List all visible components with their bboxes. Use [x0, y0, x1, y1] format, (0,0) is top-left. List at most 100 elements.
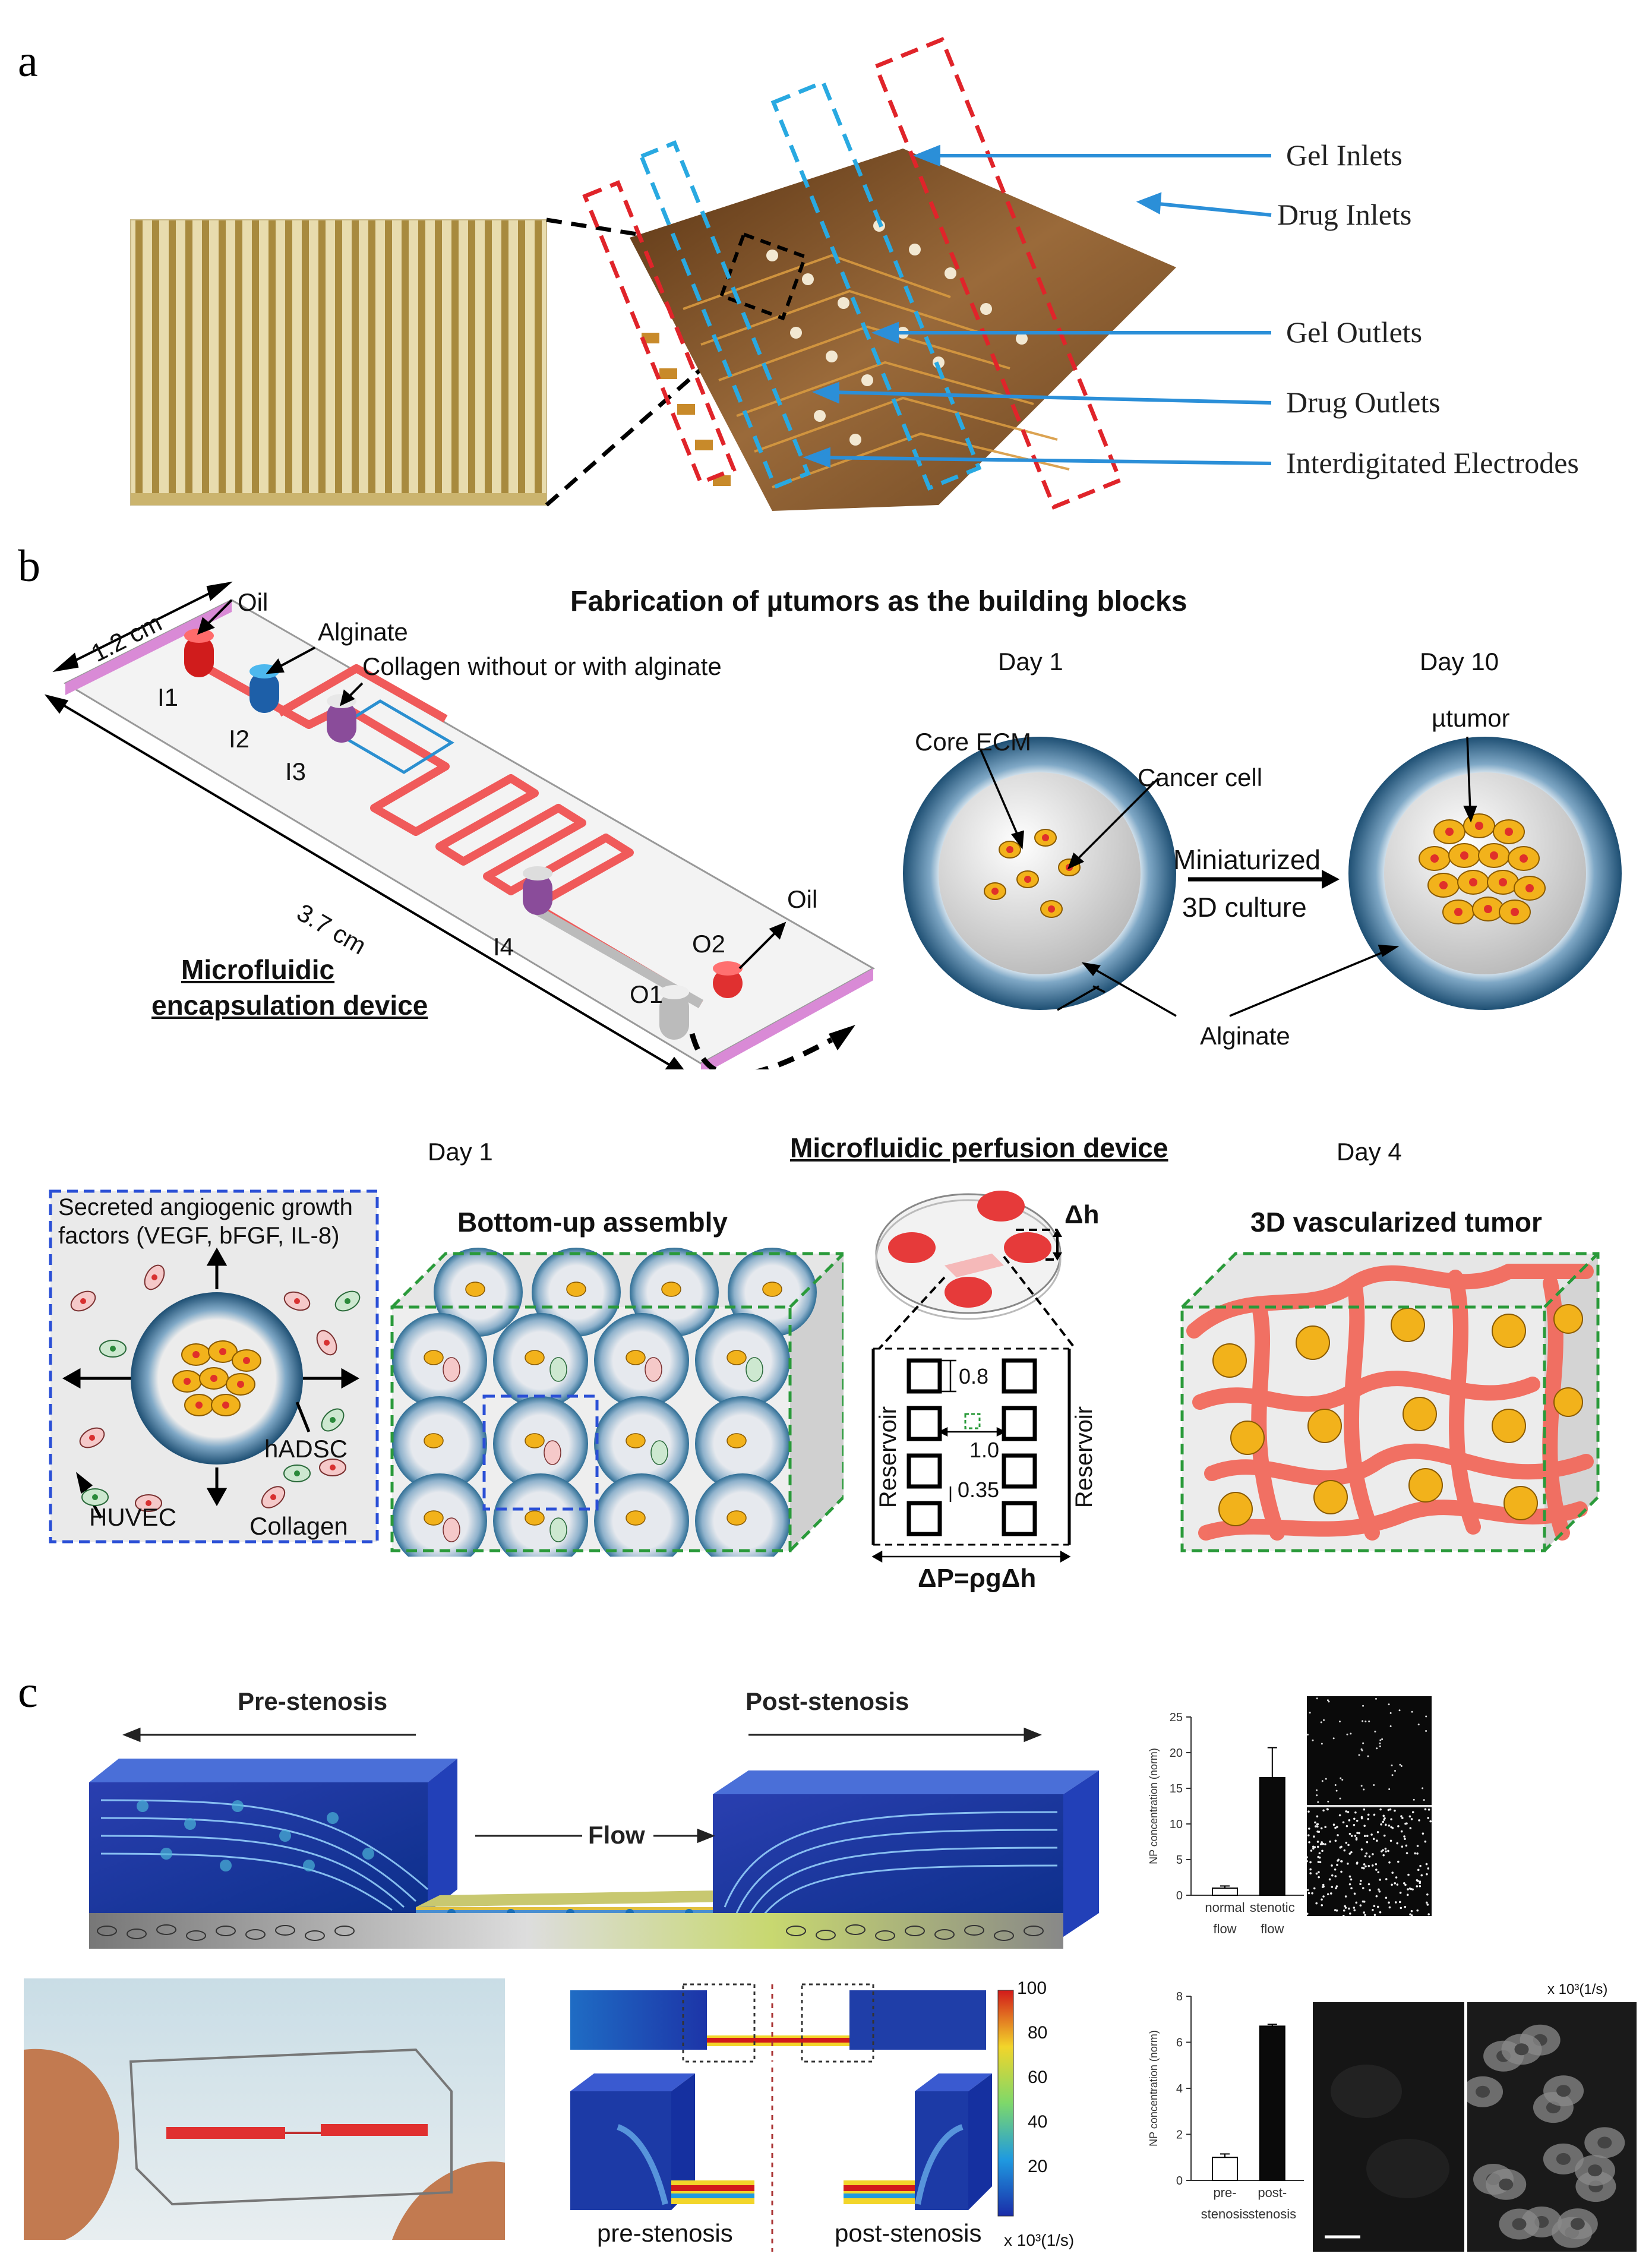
- red-dash-box-right: [873, 37, 1123, 510]
- bar-chart-stenosis: 0 2 4 6 8 NP concentration (norm) pre-stenosis…: [1148, 1990, 1304, 2221]
- category-label: stenotic: [1250, 1900, 1295, 1915]
- panel-letter-b: b: [18, 541, 40, 591]
- pressure-label: ΔP=ρgΔh: [918, 1564, 1037, 1593]
- bottom-up-assembly: [390, 1248, 844, 1557]
- growth-factor-box: [49, 1189, 379, 1544]
- y-tick-label: 2: [1176, 2129, 1183, 2142]
- y-tick-label: 0: [1176, 1889, 1183, 1902]
- label-gel-inlets: Gel Inlets: [1286, 138, 1403, 172]
- capsule-day1-day10: [903, 736, 1622, 1017]
- y-tick-label: 15: [1170, 1782, 1183, 1795]
- perfusion-title: Microfluidic perfusion device: [790, 1132, 1168, 1163]
- collagen-label: Collagen: [249, 1512, 348, 1540]
- y-tick-label: 8: [1176, 1990, 1183, 2003]
- dim-035-label: 0.35: [958, 1478, 1000, 1502]
- category-label: flow: [1261, 1921, 1284, 1936]
- panel-letter-a: a: [18, 36, 38, 86]
- label-gel-outlets: Gel Outlets: [1286, 315, 1423, 349]
- cyan-dash-box-right: [770, 80, 982, 491]
- vascularized-tumor: [1180, 1252, 1600, 1552]
- stenosis-model: [89, 1727, 1099, 1949]
- post-stenosis-label: post-stenosis: [835, 2219, 982, 2247]
- category-label: flow: [1213, 1921, 1236, 1936]
- reservoir-left-label: Reservoir: [875, 1406, 902, 1508]
- bar: [1212, 1888, 1238, 1896]
- red-dash-box-left: [582, 180, 737, 485]
- dim-08-label: 0.8: [959, 1364, 989, 1388]
- electrode-micrograph: [130, 219, 547, 506]
- category-label: post-: [1258, 2185, 1287, 2200]
- flow-label: Flow: [588, 1821, 645, 1849]
- category-label: stenosis: [1201, 2207, 1249, 2221]
- y-tick-label: 10: [1170, 1818, 1183, 1831]
- encapsulation-device: [44, 581, 876, 1069]
- panel-b-title: Fabrication of µtumors as the building b…: [570, 586, 1187, 617]
- y-tick-label: 20: [1170, 1747, 1183, 1760]
- fluid-alginate-label: Alginate: [318, 618, 408, 646]
- y-axis-label: NP concentration (norm): [1148, 1748, 1160, 1864]
- category-label: normal: [1205, 1900, 1244, 1915]
- fluid-collagen-label: Collagen without or with alginate: [362, 652, 722, 680]
- alginate-shell-label: Alginate: [1200, 1022, 1290, 1050]
- shear-rate-map: [570, 1983, 1014, 2252]
- vascularized-title: 3D vascularized tumor: [1250, 1207, 1542, 1238]
- label-interdigitated-electrodes: Interdigitated Electrodes: [1286, 446, 1579, 479]
- pre-stenosis-title: Pre-stenosis: [238, 1687, 388, 1715]
- day10-label: Day 10: [1420, 648, 1499, 676]
- dim-10-label: 1.0: [969, 1438, 1000, 1462]
- hadsc-label: hADSC: [264, 1435, 348, 1463]
- core-ecm-label: Core ECM: [915, 728, 1032, 756]
- fluorescence-image-pre: [1313, 2002, 1464, 2252]
- port-o1: O1: [630, 980, 664, 1008]
- day4-label: Day 4: [1337, 1138, 1402, 1166]
- port-o2: O2: [692, 930, 726, 958]
- perfusion-device: [871, 1191, 1076, 1563]
- y-tick-label: 5: [1176, 1854, 1183, 1867]
- label-drug-outlets: Drug Outlets: [1286, 386, 1441, 419]
- panel-a-figure: [130, 37, 1272, 511]
- day1-lower-label: Day 1: [428, 1138, 493, 1166]
- bar: [1259, 1777, 1285, 1896]
- growth-factors-line1: Secreted angiogenic growth: [58, 1194, 353, 1220]
- pre-stenosis-label: pre-stenosis: [597, 2219, 733, 2247]
- port-i1: I1: [157, 683, 179, 711]
- y-axis-label: NP concentration (norm): [1148, 2030, 1160, 2147]
- y-tick-label: 6: [1176, 2037, 1183, 2050]
- corner-unit: x 10³(1/s): [1547, 1981, 1608, 1997]
- fluid-oil-label: Oil: [238, 588, 269, 616]
- device-caption-line1: Microfluidic: [181, 954, 335, 985]
- culture-label-2: 3D culture: [1182, 892, 1307, 923]
- device-caption-line2: encapsulation device: [151, 990, 428, 1021]
- colorbar-tick-20: 20: [1028, 2157, 1048, 2176]
- culture-label-1: Miniaturized: [1173, 844, 1321, 875]
- panel-letter-c: c: [18, 1667, 38, 1717]
- colorbar-unit: x 10³(1/s): [1004, 2231, 1075, 2249]
- delta-h-label: Δh: [1065, 1200, 1100, 1229]
- huvec-label: HUVEC: [89, 1503, 177, 1531]
- bar: [1259, 2025, 1285, 2181]
- category-label: stenosis: [1248, 2207, 1296, 2221]
- utumor-label: µtumor: [1432, 704, 1510, 732]
- port-i4: I4: [493, 933, 514, 961]
- y-tick-label: 0: [1176, 2174, 1183, 2188]
- port-i2: I2: [229, 725, 250, 753]
- colorbar-tick-60: 60: [1028, 2068, 1048, 2087]
- port-i3: I3: [285, 758, 307, 785]
- colorbar-tick-40: 40: [1028, 2112, 1048, 2132]
- reservoir-right-label: Reservoir: [1071, 1406, 1098, 1508]
- colorbar-tick-100: 100: [1017, 1978, 1047, 1998]
- fluorescence-image-flow: [1307, 1696, 1432, 1916]
- growth-factors-line2: factors (VEGF, bFGF, IL-8): [58, 1223, 340, 1249]
- zoom-box: [719, 232, 808, 321]
- bottom-up-title: Bottom-up assembly: [457, 1207, 728, 1238]
- chip-photo-hand: [24, 1978, 505, 2240]
- y-tick-label: 4: [1176, 2082, 1183, 2095]
- colorbar-tick-80: 80: [1028, 2023, 1048, 2043]
- fluid-oil-out-label: Oil: [787, 885, 818, 913]
- y-tick-label: 25: [1170, 1711, 1183, 1724]
- fluorescence-image-post: [1467, 2002, 1637, 2252]
- cyan-dash-box-left: [639, 140, 811, 490]
- category-label: pre-: [1213, 2185, 1236, 2200]
- cancer-cell-label: Cancer cell: [1138, 763, 1263, 791]
- day1-top-label: Day 1: [998, 648, 1063, 676]
